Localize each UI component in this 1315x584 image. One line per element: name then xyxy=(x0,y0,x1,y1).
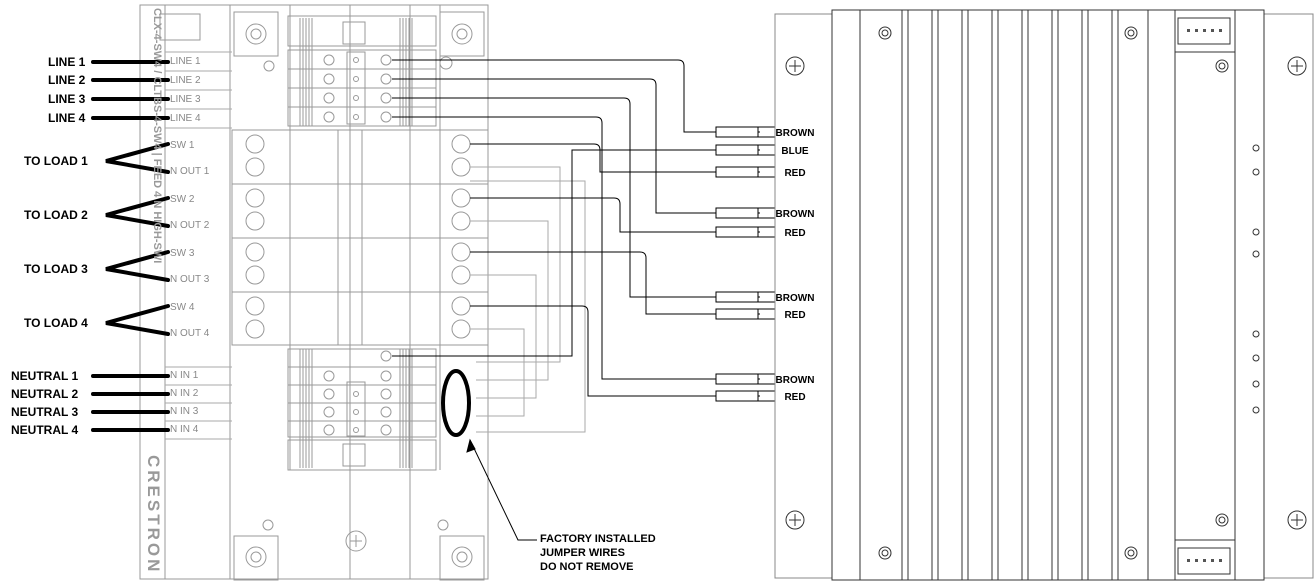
module-model-text: CLX-4-SW4 / CLTBS-4-SW4 | FEED 4 N HIGH-… xyxy=(151,8,163,264)
wire-label-red-4: RED xyxy=(784,392,806,403)
wire-label-brown-4: BROWN xyxy=(775,375,815,386)
interconnect-wires xyxy=(392,59,760,397)
wire-label-red-2: RED xyxy=(784,228,806,239)
neutral-1-label: NEUTRAL 1 xyxy=(11,369,79,383)
load-3-label: TO LOAD 3 xyxy=(24,262,88,276)
terminal-line-2: LINE 2 xyxy=(170,75,201,86)
enclosure xyxy=(774,9,1314,581)
terminal-line-4: LINE 4 xyxy=(170,113,201,124)
terminal-nout-4: N OUT 4 xyxy=(170,328,210,339)
neutral-2-label: NEUTRAL 2 xyxy=(11,387,79,401)
terminal-module xyxy=(139,4,489,581)
terminal-nout-2: N OUT 2 xyxy=(170,220,210,231)
jumper-note-line-1: FACTORY INSTALLED xyxy=(540,533,656,545)
terminal-hatching xyxy=(299,18,413,468)
terminal-nout-1: N OUT 1 xyxy=(170,166,210,177)
terminal-nin-2: N IN 2 xyxy=(170,388,199,399)
wire-label-blue: BLUE xyxy=(781,146,809,157)
note-leader xyxy=(466,438,537,541)
terminal-nin-3: N IN 3 xyxy=(170,406,199,417)
line-3-label: LINE 3 xyxy=(48,92,86,106)
wire-label-red-1: RED xyxy=(784,168,806,179)
terminal-nin-1: N IN 1 xyxy=(170,370,199,381)
terminal-nin-4: N IN 4 xyxy=(170,424,199,435)
wire-label-brown-1: BROWN xyxy=(775,128,815,139)
line-4-label: LINE 4 xyxy=(48,111,86,125)
wire-label-red-3: RED xyxy=(784,310,806,321)
neutral-3-label: NEUTRAL 3 xyxy=(11,405,79,419)
load-2-label: TO LOAD 2 xyxy=(24,208,88,222)
terminal-sw-4: SW 4 xyxy=(170,302,195,313)
connector-pins xyxy=(1187,29,1222,562)
terminal-sw-2: SW 2 xyxy=(170,194,195,205)
terminal-line-1: LINE 1 xyxy=(170,56,201,67)
line-1-label: LINE 1 xyxy=(48,55,86,69)
load-1-label: TO LOAD 1 xyxy=(24,154,88,168)
terminal-nout-3: N OUT 3 xyxy=(170,274,210,285)
neutral-4-label: NEUTRAL 4 xyxy=(11,423,79,437)
terminal-sw-1: SW 1 xyxy=(170,140,195,151)
brand-logo: CRESTRON xyxy=(144,455,163,575)
line-2-label: LINE 2 xyxy=(48,73,86,87)
jumper-note-line-2: JUMPER WIRES xyxy=(540,547,625,559)
wire-label-brown-3: BROWN xyxy=(775,293,815,304)
load-4-label: TO LOAD 4 xyxy=(24,316,88,330)
jumper-note-line-3: DO NOT REMOVE xyxy=(540,561,634,573)
terminal-line-3: LINE 3 xyxy=(170,94,201,105)
terminal-sw-3: SW 3 xyxy=(170,248,195,259)
wire-label-brown-2: BROWN xyxy=(775,209,815,220)
terminal-label-lines xyxy=(165,51,232,440)
field-wires xyxy=(91,60,471,437)
